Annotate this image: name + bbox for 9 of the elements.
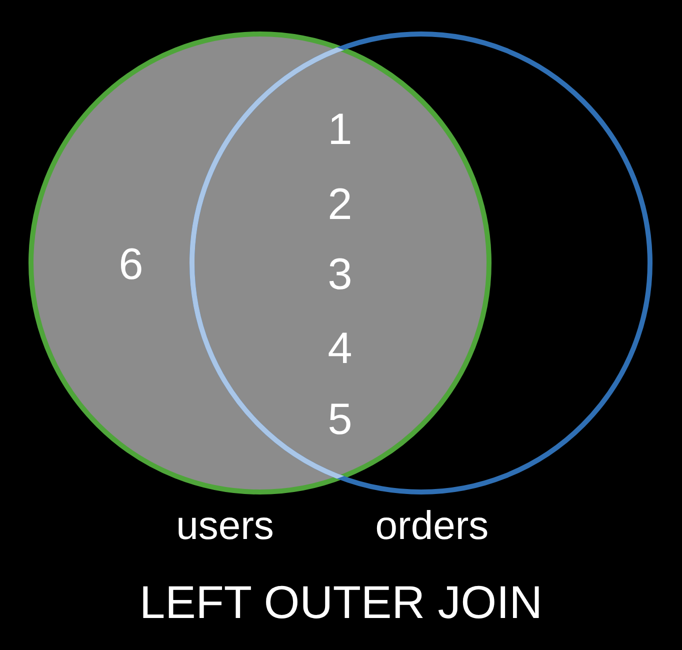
number-label: 6 — [118, 241, 144, 289]
number-label: 3 — [328, 251, 352, 299]
number-label: 4 — [328, 325, 352, 373]
number-label: 5 — [328, 396, 352, 444]
set-label: users — [176, 503, 274, 549]
number-label: 2 — [328, 181, 352, 229]
caption: LEFT OUTER JOIN — [140, 576, 542, 628]
number-label: 1 — [328, 106, 352, 154]
set-label: orders — [375, 503, 489, 549]
